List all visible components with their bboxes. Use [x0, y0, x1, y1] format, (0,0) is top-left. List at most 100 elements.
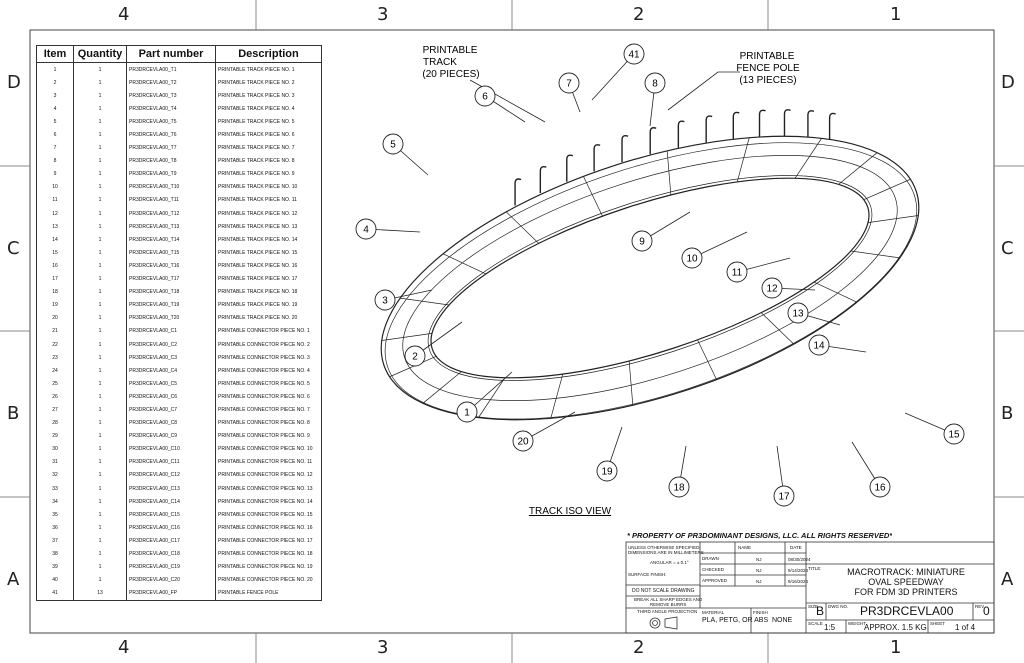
track-geometry: [380, 135, 920, 421]
name-header: NAME: [738, 545, 752, 550]
balloon-label-5: 5: [390, 140, 396, 151]
zone-row-d-left: D: [7, 72, 21, 93]
bom-description-cell: PRINTABLE TRACK PIECE NO. 18: [215, 285, 322, 299]
bom-description-cell: PRINTABLE CONNECTOR PIECE NO. 10: [215, 442, 322, 456]
balloon-label-2: 2: [412, 352, 418, 363]
balloon-1: [456, 401, 478, 423]
bom-description-cell: PRINTABLE CONNECTOR PIECE NO. 8: [215, 416, 322, 430]
bom-description-cell: PRINTABLE TRACK PIECE NO. 7: [215, 141, 322, 155]
balloon-label-13: 13: [792, 309, 804, 320]
fence-pole: [677, 120, 685, 148]
zone-col-2-top: 2: [633, 4, 645, 25]
bom-description-cell: PRINTABLE CONNECTOR PIECE NO. 6: [215, 390, 322, 404]
zone-col-1-bottom: 1: [890, 637, 902, 658]
rev-value: 0: [983, 604, 990, 618]
track-joint: [381, 333, 433, 341]
track-joint: [400, 297, 450, 306]
material-label: MATERIAL: [702, 610, 725, 615]
track-joint: [442, 253, 487, 275]
track-edge: [384, 142, 918, 420]
weight-value: APPROX. 1.5 KG: [864, 623, 927, 632]
view-label: TRACK ISO VIEW: [529, 506, 612, 517]
drawn-label: DRAWN: [702, 556, 719, 561]
zone-col-3-bottom: 3: [377, 637, 389, 658]
size-label: SIZE: [808, 604, 819, 609]
zone-col-4-bottom: 4: [118, 637, 130, 658]
balloon-18: [668, 476, 690, 498]
zone-row-a-right: A: [1001, 569, 1014, 590]
surface-finish-label: SURFACE FINISH:: [628, 572, 667, 577]
track-joint: [794, 138, 822, 179]
fence-pole: [566, 154, 574, 182]
track-joint: [389, 356, 437, 378]
track-joint: [850, 250, 900, 259]
balloon-label-10: 10: [686, 254, 698, 265]
bom-description-cell: PRINTABLE TRACK PIECE NO. 20: [215, 311, 322, 325]
bom-description-cell: PRINTABLE CONNECTOR PIECE NO. 11: [215, 455, 322, 469]
track-joint: [422, 371, 462, 404]
bom-description-cell: PRINTABLE TRACK PIECE NO. 15: [215, 246, 322, 260]
balloon-4: [355, 218, 377, 240]
third-angle-projection-symbol: [649, 616, 678, 630]
bom-description-cell: PRINTABLE CONNECTOR PIECE NO. 12: [215, 468, 322, 482]
fence-pole: [539, 165, 547, 194]
balloon-label-17: 17: [778, 492, 790, 503]
track-joint: [666, 150, 672, 195]
track-joint: [813, 281, 858, 303]
fence-pole: [828, 112, 836, 140]
bom-description-cell: PRINTABLE TRACK PIECE NO. 10: [215, 180, 322, 194]
bom-description-cell: PRINTABLE TRACK PIECE NO. 11: [215, 193, 322, 208]
leader-lines: [365, 53, 955, 497]
bom-description-cell: PRINTABLE TRACK PIECE NO. 9: [215, 167, 322, 181]
bom-description-cell: PRINTABLE TRACK PIECE NO. 3: [215, 89, 322, 103]
zone-row-b-left: B: [7, 403, 20, 424]
balloon-label-19: 19: [601, 467, 613, 478]
finish-value: NONE: [772, 617, 793, 624]
finish-label: FINISH: [753, 610, 768, 615]
approved-label: APPROVED: [702, 578, 728, 583]
drawn-name: NJ: [756, 557, 762, 562]
balloon-label-8: 8: [652, 79, 658, 90]
balloon-17: [773, 485, 795, 507]
dwg-no-value: PR3DRCEVLA00: [860, 604, 954, 618]
balloon-2: [404, 345, 426, 367]
balloon-10: [681, 247, 703, 269]
fence-poles: [514, 109, 836, 206]
bom-description-cell: PRINTABLE CONNECTOR PIECE NO. 7: [215, 403, 322, 417]
track-callout-line-1: PRINTABLE: [423, 45, 478, 56]
bom-header-part-number: Part number: [126, 45, 216, 63]
fence-callout-line-2: FENCE POLE: [736, 63, 800, 74]
balloon-label-20: 20: [517, 437, 529, 448]
balloon-5: [382, 133, 404, 155]
balloon-label-18: 18: [673, 483, 685, 494]
drawing-title: MACROTRACK: MINIATURE OVAL SPEEDWAY FOR …: [847, 567, 965, 597]
bom-description-cell: PRINTABLE CONNECTOR PIECE NO. 14: [215, 495, 322, 509]
bom-description-cell: PRINTABLE CONNECTOR PIECE NO. 3: [215, 351, 322, 365]
